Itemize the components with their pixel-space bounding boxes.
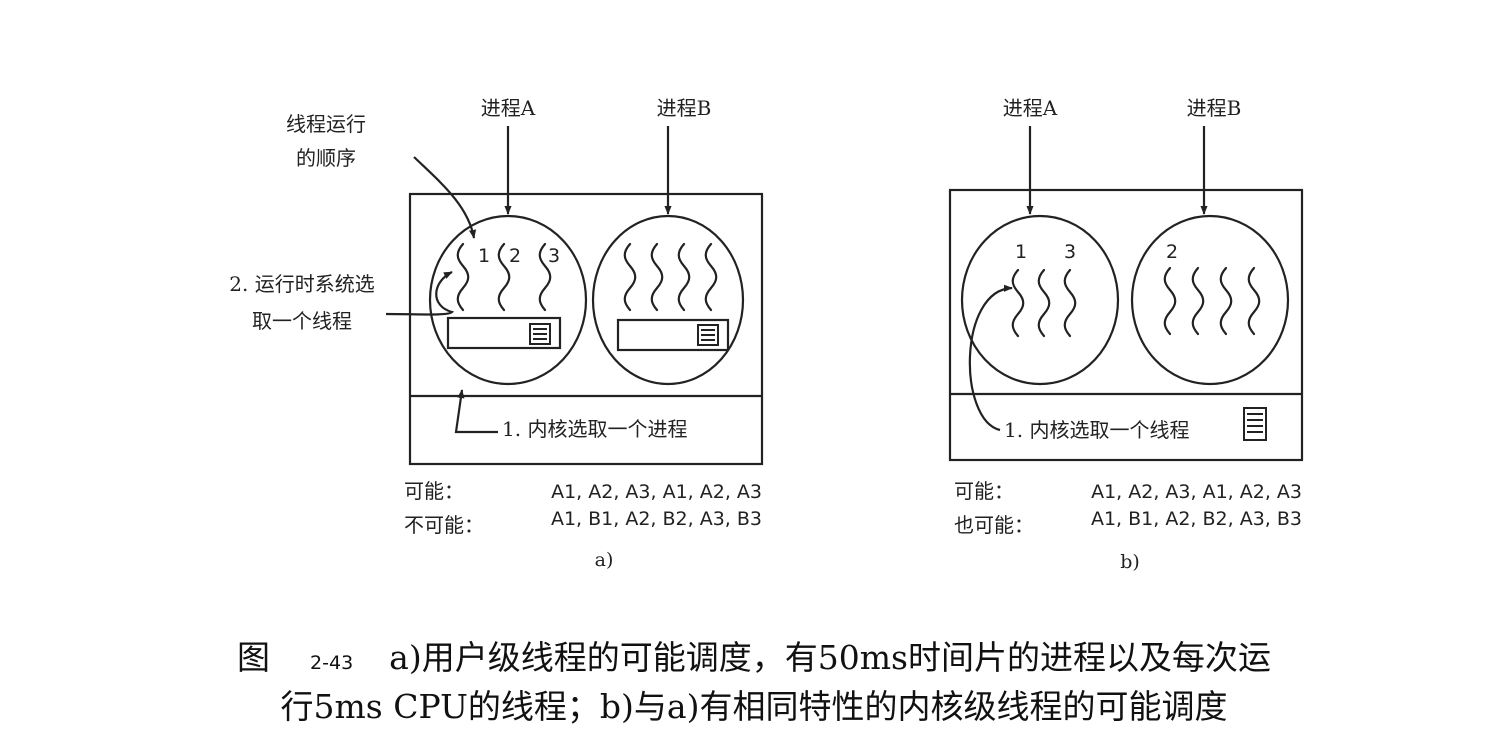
scheduling-diagram: 进程A 进程B 线程运行 的顺序 2. 运行时系统选 取一个线程 1 2 3	[229, 96, 1304, 573]
thread-number-3: 3	[548, 245, 560, 267]
user-space-box	[408, 192, 764, 466]
panel-a-sublabel: a)	[595, 549, 614, 571]
user-space-box-b	[948, 188, 1304, 462]
thread-number-3-b: 3	[1064, 241, 1076, 263]
kernel-select-thread-arrow	[968, 284, 1013, 432]
thread-b4-icon-b	[1247, 266, 1261, 336]
process-a-circle-b	[960, 214, 1120, 386]
kernel-select-process-arrow	[454, 389, 498, 434]
process-b-circle-b	[1130, 214, 1290, 386]
process-b-circle	[591, 214, 745, 386]
possible-sequence-b: A1, A2, A3, A1, A2, A3	[1091, 481, 1302, 503]
thread-table-b-icon	[697, 324, 719, 346]
thread-number-2-b: 2	[1166, 241, 1178, 263]
thread-order-label-line2: 的顺序	[296, 146, 356, 170]
possible-label-a: 可能：	[404, 479, 464, 503]
runtime-system-a	[446, 316, 562, 350]
process-a-label-b: 进程A	[1003, 96, 1058, 120]
impossible-sequence-a: A1, B1, A2, B2, A3, B3	[551, 508, 762, 530]
possible-sequence-a: A1, A2, A3, A1, A2, A3	[551, 481, 762, 503]
runtime-system-b	[616, 318, 730, 352]
thread-a1-icon-b	[1011, 268, 1025, 338]
thread-b2-icon	[650, 242, 664, 312]
thread-a2-icon-b	[1037, 268, 1051, 338]
panel-a: 进程A 进程B 线程运行 的顺序 2. 运行时系统选 取一个线程 1 2 3	[229, 96, 764, 571]
thread-a1-icon	[456, 242, 470, 312]
kernel-thread-table-icon	[1243, 407, 1267, 441]
caption-line-2: 行5ms CPU的线程；b)与a)有相同特性的内核级线程的可能调度	[280, 687, 1228, 726]
thread-b3-icon-b	[1219, 266, 1233, 336]
process-a-circle	[428, 214, 588, 386]
kernel-select-thread-label: 1. 内核选取一个线程	[1004, 418, 1189, 442]
thread-b1-icon	[623, 242, 637, 312]
thread-b4-icon	[704, 242, 718, 312]
caption-line-1: 图 2-43 a)用户级线程的可能调度，有50ms时间片的进程以及每次运	[0, 636, 1508, 685]
panel-b: 进程A 进程B 1 3 2 1. 内核选取一个线程 可能：	[948, 96, 1304, 573]
thread-a2-icon	[497, 242, 511, 312]
caption-prefix: 图	[237, 638, 271, 677]
panel-b-sublabel: b)	[1120, 551, 1140, 573]
runtime-select-label-line2: 取一个线程	[252, 309, 352, 333]
thread-b2-icon-b	[1191, 266, 1205, 336]
process-a-label: 进程A	[481, 96, 536, 120]
thread-b3-icon	[677, 242, 691, 312]
thread-table-a-icon	[529, 323, 551, 345]
thread-order-label-line1: 线程运行	[286, 112, 366, 136]
process-b-label: 进程B	[657, 96, 712, 120]
also-possible-sequence-b: A1, B1, A2, B2, A3, B3	[1091, 508, 1302, 530]
thread-number-2: 2	[509, 245, 521, 267]
caption-text-1: a)用户级线程的可能调度，有50ms时间片的进程以及每次运	[389, 638, 1271, 677]
runtime-select-arrow	[385, 271, 455, 316]
caption-number: 2-43	[310, 652, 354, 674]
thread-b1-icon-b	[1163, 266, 1177, 336]
impossible-label-a: 不可能：	[404, 513, 484, 537]
thread-number-1: 1	[478, 245, 490, 267]
possible-label-b: 可能：	[954, 479, 1014, 503]
runtime-select-label-line1: 2. 运行时系统选	[229, 272, 374, 296]
thread-number-1-b: 1	[1015, 241, 1027, 263]
kernel-select-process-label: 1. 内核选取一个进程	[502, 417, 687, 441]
figure-caption: 图 2-43 a)用户级线程的可能调度，有50ms时间片的进程以及每次运 行5ms …	[0, 636, 1508, 729]
process-b-label-b: 进程B	[1187, 96, 1242, 120]
also-possible-label-b: 也可能：	[954, 513, 1034, 537]
thread-order-arrow	[413, 156, 477, 239]
thread-a3-icon-b	[1063, 268, 1077, 338]
